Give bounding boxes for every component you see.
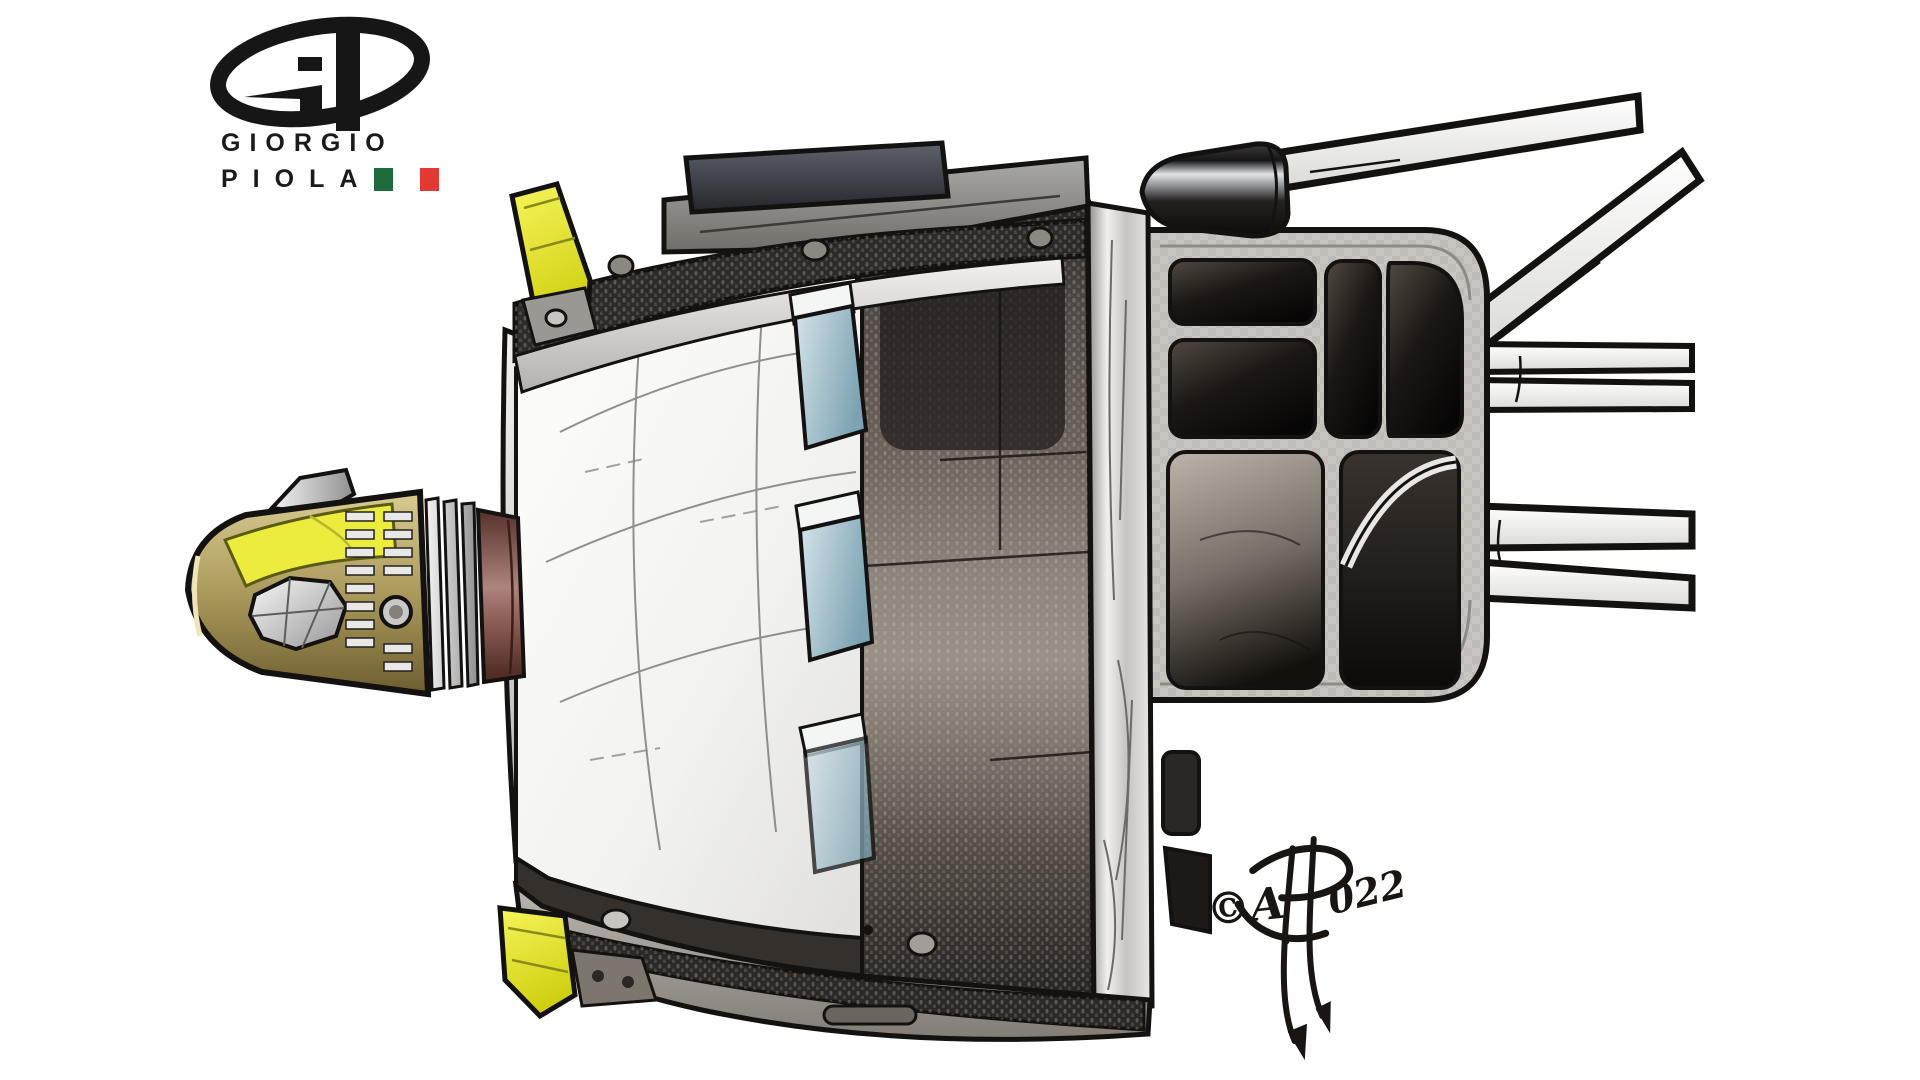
duct-inlet-middle xyxy=(1324,259,1382,439)
carbon-brake-drum xyxy=(855,199,1155,1021)
shell-top-band-texture xyxy=(515,220,1086,360)
lower-bracket-1 xyxy=(1161,750,1201,836)
shell-silver-rim-band xyxy=(513,256,1066,394)
wheel-shell xyxy=(497,180,1153,1042)
nut-button-inner xyxy=(389,605,403,619)
bracket-hole-2 xyxy=(622,976,634,988)
nut-cooling-slots xyxy=(345,511,413,672)
wheel-nut-assembly xyxy=(184,467,527,698)
brake-duct-frame xyxy=(1137,227,1490,935)
cavity-sketch-lines xyxy=(1199,530,1311,651)
top-cover-line xyxy=(699,194,1061,234)
flap-bottom-screw xyxy=(600,908,632,932)
band-screw-3 xyxy=(1026,226,1054,250)
shell-sketch-lines xyxy=(545,311,857,851)
lower-arm-tube-1 xyxy=(1473,340,1695,376)
blue-vane-3 xyxy=(802,735,877,875)
cavity-vane-edge xyxy=(1344,460,1457,567)
signature-tail-arrows xyxy=(1287,1001,1331,1061)
signature-dot-1 xyxy=(1283,938,1290,945)
flap-top-screw xyxy=(544,308,568,328)
arm-detail-lines xyxy=(1309,158,1601,561)
lower-bracket-2 xyxy=(1162,845,1212,935)
signature-left-text: ©A xyxy=(1204,878,1287,937)
drum-seam-lines xyxy=(863,230,1093,762)
drum-shadow-patch xyxy=(880,262,1065,450)
yellow-flap-top-lines xyxy=(523,196,576,252)
gp-monogram xyxy=(210,16,430,131)
flag-green-square xyxy=(374,168,394,191)
artist-signature: ©A 022 xyxy=(1204,836,1411,1061)
skirt-rivet xyxy=(863,925,873,935)
strip-crease-lines xyxy=(1103,239,1133,991)
lower-wishbone-tube-2 xyxy=(1476,558,1696,612)
blue-vane-2 xyxy=(797,513,875,663)
signature-dot-2 xyxy=(1296,935,1303,942)
yellow-flap-bottom xyxy=(497,905,578,1020)
threaded-rings xyxy=(424,496,480,692)
lower-arm-tube-2 xyxy=(1473,376,1695,414)
band-screw-2 xyxy=(800,238,830,262)
fairing-body xyxy=(1139,141,1291,239)
yellow-flap-bottom-lines xyxy=(507,926,569,974)
suspension-arms xyxy=(1278,91,1705,612)
monogram-letters xyxy=(244,28,360,131)
hex-facet-lines xyxy=(251,577,345,649)
logo-text-giorgio: GIORGIO xyxy=(221,129,394,157)
skirt-screw xyxy=(906,931,938,957)
upper-wishbone-fairing xyxy=(1139,141,1291,239)
band-screw-1 xyxy=(607,254,635,278)
logo-text-piola: PIOLA xyxy=(221,165,373,193)
duct-inlet-top-2 xyxy=(1168,338,1317,439)
giorgio-piola-logo: GIORGIO PIOLA xyxy=(221,129,440,193)
bracket-hole-1 xyxy=(592,970,604,982)
skirt-notch xyxy=(822,1004,918,1026)
shaft-edge-line xyxy=(506,519,514,675)
drum-silver-strip xyxy=(1085,200,1155,1015)
upper-wishbone-front-leg xyxy=(1278,91,1644,193)
italian-flag xyxy=(374,168,440,191)
upper-wishbone-rear-leg xyxy=(1453,146,1705,358)
signature-year-text: 022 xyxy=(1323,860,1411,923)
lower-wishbone-tube-1 xyxy=(1476,502,1696,552)
skirt-stripe-texture xyxy=(548,930,1144,1030)
duct-inlet-top-1 xyxy=(1168,258,1317,326)
duct-inlet-right xyxy=(1386,261,1464,438)
blue-vane-1 xyxy=(792,303,869,451)
hex-nut-face xyxy=(247,575,349,652)
flap-bottom-bracket xyxy=(570,948,659,1008)
top-cover-slate-box xyxy=(683,140,951,215)
monogram-ellipse xyxy=(210,16,430,128)
fairing-end-line xyxy=(1266,145,1278,235)
duct-cavity-left xyxy=(1166,450,1325,690)
maroon-shaft xyxy=(475,507,527,685)
nose-highlight xyxy=(191,555,203,637)
shell-dashed-lines xyxy=(584,457,783,761)
flag-red-square xyxy=(420,168,440,191)
flag-white-square xyxy=(397,168,417,191)
signature-tails xyxy=(1280,836,1326,1045)
